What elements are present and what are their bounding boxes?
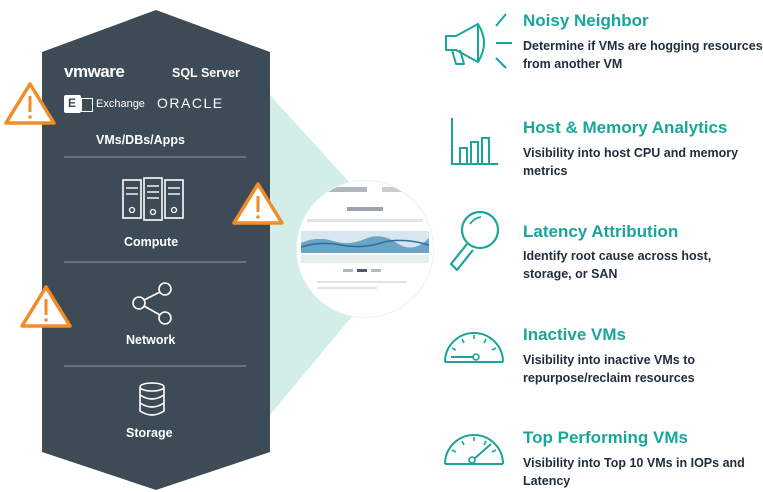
- dashboard-preview: [297, 181, 433, 317]
- vmware-logo: vmware: [64, 62, 125, 81]
- feature-description: Determine if VMs are hogging resources f…: [523, 39, 763, 71]
- vms-dbs-apps-label: VMs/DBs/Apps: [96, 133, 185, 147]
- feature-title: Inactive VMs: [523, 325, 626, 344]
- feature-description: Visibility into host CPU and memory metr…: [523, 146, 739, 178]
- feature-title: Noisy Neighbor: [523, 11, 649, 30]
- database-icon: [139, 382, 165, 416]
- server-rack-icon: [122, 177, 184, 221]
- magnifier-icon: [449, 210, 500, 272]
- feature-description: Visibility into Top 10 VMs in IOPs and L…: [523, 456, 745, 488]
- gauge-high-icon: [444, 434, 504, 465]
- sql-server-label: SQL Server: [172, 66, 240, 80]
- feature-description: Visibility into inactive VMs to repurpos…: [523, 353, 696, 385]
- warning-icon: [4, 82, 56, 125]
- gauge-low-icon: [444, 332, 504, 363]
- storage-label: Storage: [126, 426, 173, 440]
- exchange-envelope-icon: [81, 98, 93, 112]
- compute-label: Compute: [124, 235, 179, 249]
- oracle-logo: ORACLE: [157, 95, 224, 111]
- feature-title: Latency Attribution: [523, 222, 679, 241]
- infrastructure-stack: [42, 10, 270, 490]
- warning-icon: [232, 182, 284, 225]
- warning-icon: [20, 285, 72, 328]
- bar-chart-icon: [451, 118, 498, 165]
- exchange-icon: E: [64, 95, 81, 113]
- feature-title: Top Performing VMs: [523, 428, 688, 447]
- dashboard-thumbnail: [297, 181, 433, 317]
- feature-description: Identify root cause across host, storage…: [523, 249, 712, 281]
- megaphone-icon: [445, 13, 512, 69]
- network-label: Network: [126, 333, 176, 347]
- feature-title: Host & Memory Analytics: [523, 118, 728, 137]
- network-share-icon: [132, 282, 172, 325]
- exchange-label: Exchange: [96, 98, 145, 110]
